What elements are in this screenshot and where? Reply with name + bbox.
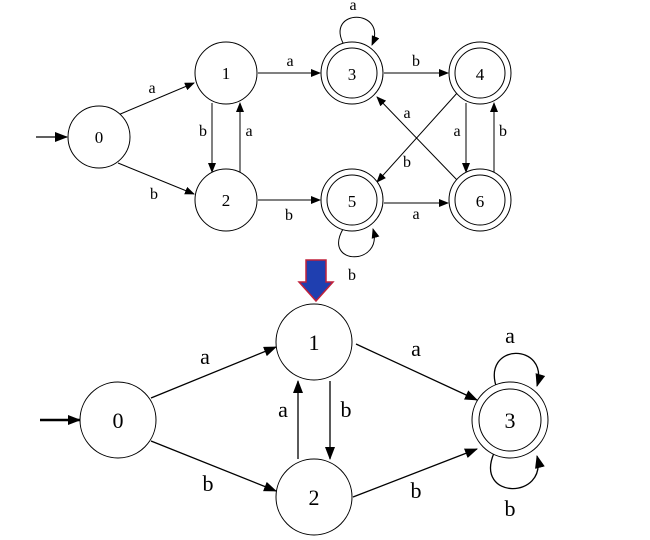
bottom-label-2-3: b — [411, 478, 422, 503]
top-label-1-3: a — [286, 53, 293, 70]
top-state-2-label: 2 — [222, 191, 231, 210]
bottom-state-3-accepting: 3 — [471, 381, 549, 459]
bottom-edge-0-1 — [150, 346, 277, 399]
bottom-state-0-label: 0 — [113, 408, 124, 433]
top-state-6-accepting: 6 — [448, 168, 512, 232]
top-state-5-accepting: 5 — [320, 168, 384, 232]
bottom-label-3-3-a: a — [505, 323, 515, 348]
top-state-4-label: 4 — [476, 65, 485, 84]
bottom-edge-3-3-a — [493, 352, 546, 390]
top-label-0-2: b — [150, 186, 158, 203]
top-state-5-label: 5 — [348, 192, 357, 211]
bottom-label-1-3: a — [411, 336, 421, 361]
bottom-edge-1-3 — [355, 343, 478, 401]
top-label-6-4: b — [499, 123, 507, 140]
top-state-6-label: 6 — [476, 192, 485, 211]
top-label-6-3: a — [403, 105, 410, 122]
top-state-0-label: 0 — [95, 128, 104, 147]
bottom-edge-3-3-b — [490, 452, 545, 490]
top-state-3-accepting: 3 — [320, 41, 384, 105]
bottom-edge-0-2 — [150, 440, 277, 492]
bottom-state-1: 1 — [275, 303, 353, 381]
bottom-state-2-label: 2 — [309, 485, 320, 510]
top-state-2: 2 — [194, 168, 258, 232]
top-label-0-1: a — [148, 80, 155, 97]
top-label-4-5: b — [403, 154, 411, 171]
top-edge-3-3 — [339, 16, 380, 46]
top-edge-5-5 — [338, 228, 380, 258]
top-state-0: 0 — [67, 105, 131, 169]
top-edge-4-5 — [376, 91, 459, 183]
bottom-label-0-1: a — [200, 344, 210, 369]
top-edge-6-3 — [376, 96, 459, 182]
bottom-label-0-2: b — [203, 471, 214, 496]
bottom-state-0: 0 — [79, 381, 157, 459]
top-label-4-6: a — [453, 123, 460, 140]
top-label-1-2: b — [199, 123, 207, 140]
minimized-dfa: a b b a a b a b 0 1 2 3 — [40, 303, 549, 536]
top-edge-0-1 — [117, 82, 195, 116]
top-label-5-6: a — [412, 206, 419, 223]
original-dfa: a b a b a b a b a b b a b a 0 1 2 3 — [36, 0, 512, 284]
bottom-label-3-3-b: b — [505, 496, 516, 521]
bottom-state-2: 2 — [275, 458, 353, 536]
top-label-3-3: a — [349, 0, 356, 14]
down-arrow-icon — [297, 259, 335, 303]
top-state-4-accepting: 4 — [448, 41, 512, 105]
bottom-label-1-2: b — [341, 397, 352, 422]
top-label-2-1: a — [245, 123, 252, 140]
top-state-1: 1 — [194, 41, 258, 105]
top-label-3-4: b — [412, 53, 420, 70]
top-state-1-label: 1 — [222, 64, 231, 83]
bottom-edge-2-3 — [352, 448, 478, 498]
bottom-state-1-label: 1 — [309, 330, 320, 355]
top-label-5-5: b — [348, 267, 356, 284]
top-label-2-5: b — [285, 207, 293, 224]
top-edge-0-2 — [117, 162, 195, 195]
bottom-label-2-1: a — [278, 397, 288, 422]
top-state-3-label: 3 — [348, 65, 357, 84]
bottom-state-3-label: 3 — [505, 408, 516, 433]
